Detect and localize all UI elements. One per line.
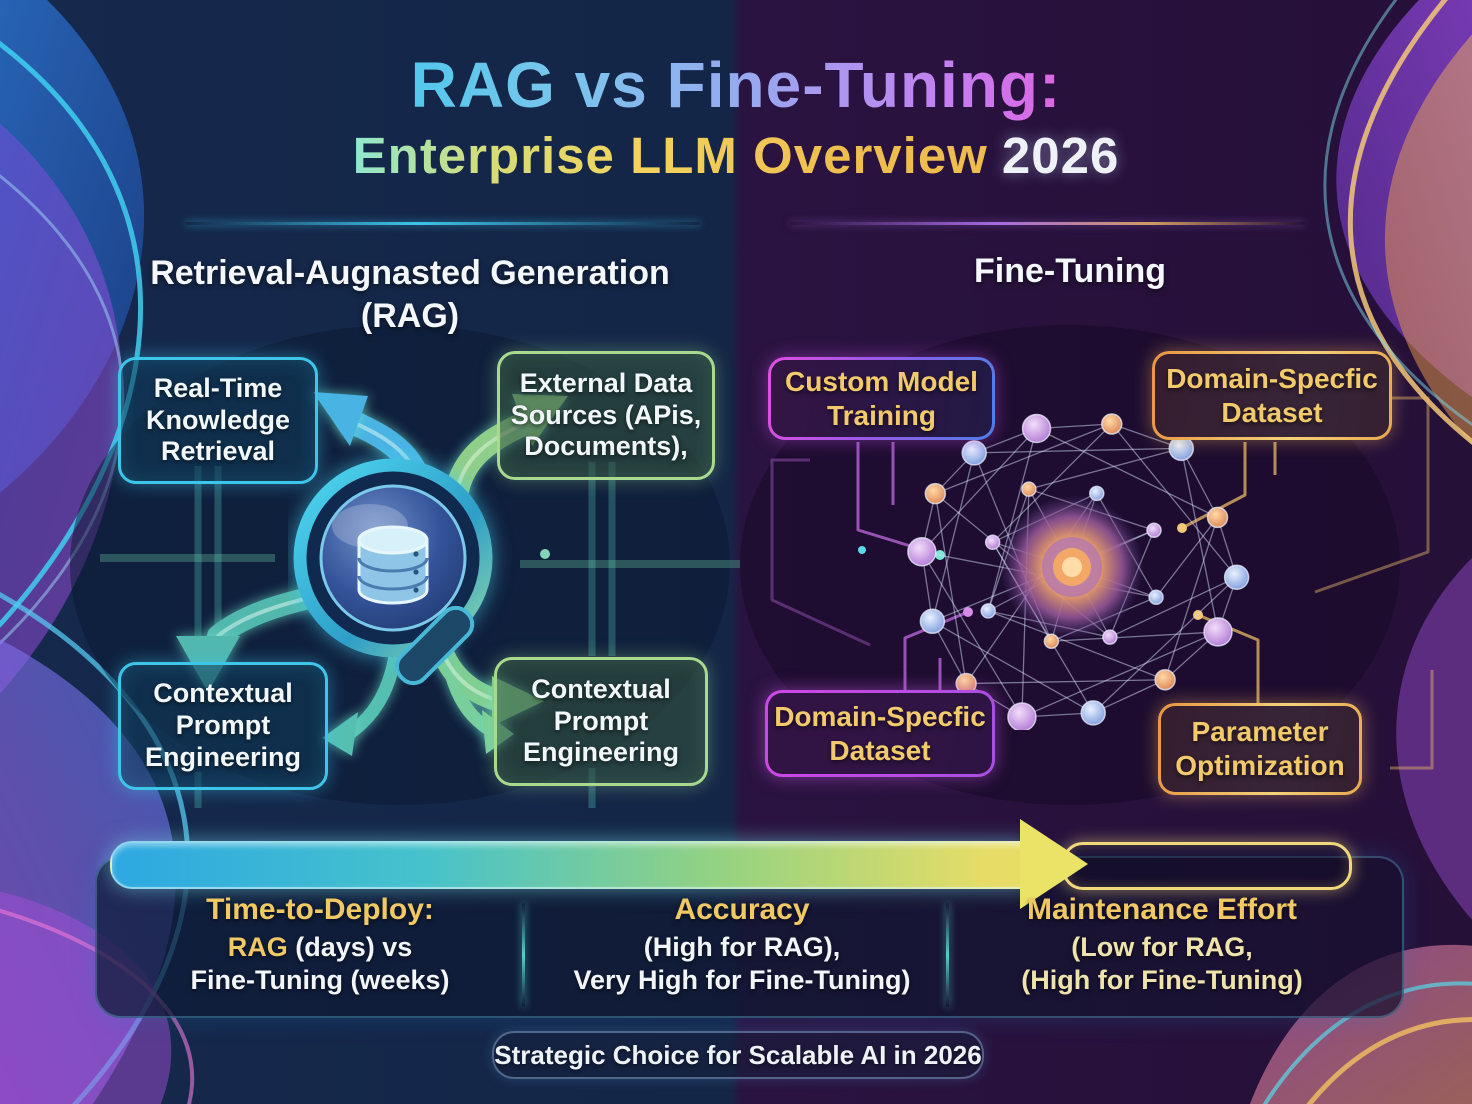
rag-box-realtime-knowledge-label: Real-Time Knowledge Retrieval (145, 372, 290, 467)
ft-box-domain-dataset-bottom-label: Domain-Specfic Dataset (774, 700, 986, 766)
ft-box-custom-model-training-label: Custom Model Training (785, 365, 978, 431)
metric-time-highlight: RAG (227, 932, 288, 962)
rag-section-heading: Retrieval-Augnasted Generation (RAG) (95, 252, 725, 337)
metric-accuracy: Accuracy (High for RAG), Very High for F… (532, 893, 952, 997)
metric-maintenance-title: Maintenance Effort (1026, 893, 1298, 926)
rag-box-contextual-prompt-left-label: Contextual Prompt Engineering (144, 678, 301, 772)
ft-box-parameter-optimization-label: Parameter Optimization (1175, 716, 1345, 781)
subtitle-text: Enterprise LLM Overview (352, 127, 988, 184)
arrow-head-up-left (313, 392, 368, 446)
metric-accuracy-line2: Very High for Fine-Tuning) (573, 964, 911, 995)
rag-heading-line1: Retrieval-Augnasted Generation (150, 254, 670, 292)
rag-box-contextual-prompt-right: Contextual Prompt Engineering (494, 657, 708, 786)
rag-box-contextual-prompt-left: Contextual Prompt Engineering (118, 662, 328, 790)
footer-banner-label: Strategic Choice for Scalable AI in 2026 (494, 1039, 982, 1070)
right-divider-line (790, 222, 1305, 225)
rag-box-contextual-prompt-right-label: Contextual Prompt Engineering (522, 673, 679, 768)
flow-gradient-bar (110, 841, 1029, 889)
metric-accuracy-title: Accuracy (674, 893, 810, 926)
metric-separator-2 (946, 903, 949, 1007)
arrow-head-small-left (322, 712, 358, 756)
metric-maintenance: Maintenance Effort (Low for RAG, (High f… (952, 893, 1372, 997)
database-icon (357, 525, 429, 605)
rag-box-external-data: External Data Sources (APis, Documents), (497, 351, 715, 480)
finetuning-circuit-traces (770, 396, 1434, 770)
metric-maintenance-line2: (High for Fine-Tuning) (1021, 964, 1303, 995)
ft-box-domain-dataset-top-label: Domain-Specfic Dataset (1166, 362, 1378, 428)
ft-box-custom-model-training: Custom Model Training (768, 357, 995, 440)
rag-box-external-data-label: External Data Sources (APis, Documents), (510, 367, 702, 462)
metric-accuracy-line1: (High for RAG), (643, 932, 841, 962)
finetuning-section-heading: Fine-Tuning (974, 252, 1166, 290)
database-search-icon (293, 458, 493, 686)
metric-time-to-deploy: Time-to-Deploy: RAG (days) vs Fine-Tunin… (110, 893, 530, 997)
ft-box-domain-dataset-bottom: Domain-Specfic Dataset (765, 690, 995, 777)
metric-time-line1: (days) vs (287, 932, 413, 962)
flow-outline-pill (1062, 842, 1352, 890)
neural-network-icon (895, 405, 1250, 730)
metric-maintenance-line1: (Low for RAG, (1071, 932, 1253, 962)
subtitle-year: 2026 (1001, 127, 1120, 184)
footer-banner: Strategic Choice for Scalable AI in 2026 (492, 1031, 984, 1079)
metric-separator-1 (522, 903, 525, 1007)
main-title: RAG vs Fine-Tuning: (0, 48, 1472, 122)
ft-box-domain-dataset-top: Domain-Specfic Dataset (1152, 351, 1392, 440)
ft-box-parameter-optimization: Parameter Optimization (1158, 703, 1362, 795)
rag-heading-line2: (RAG) (360, 296, 460, 335)
rag-box-realtime-knowledge: Real-Time Knowledge Retrieval (118, 357, 318, 484)
magnifier-handle (394, 605, 475, 686)
metric-time-line2: Fine-Tuning (weeks) (190, 964, 450, 995)
left-divider-line (185, 222, 700, 225)
metric-time-title: Time-to-Deploy: (206, 893, 434, 926)
